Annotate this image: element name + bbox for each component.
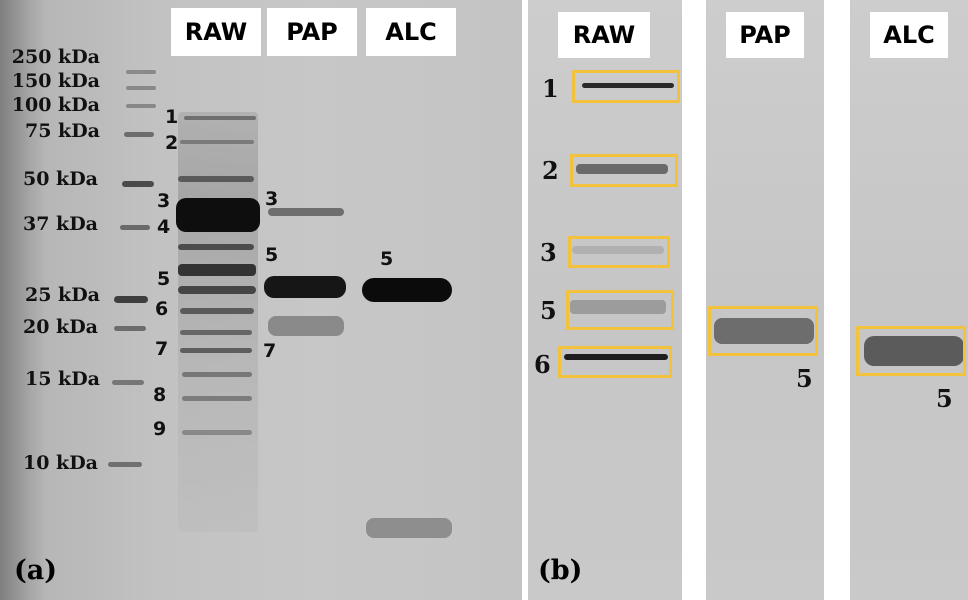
blot-band <box>576 164 668 174</box>
raw-band-number: 2 <box>542 156 559 185</box>
raw-band-number: 1 <box>165 106 179 128</box>
highlight-box <box>568 236 670 268</box>
lane-title-alc: ALC <box>366 8 456 56</box>
pap-band <box>268 316 344 336</box>
raw-band-number: 3 <box>540 238 557 267</box>
blot-band <box>582 83 674 88</box>
highlight-box <box>570 154 678 187</box>
raw-band <box>182 372 252 377</box>
blot-strip-pap <box>706 0 824 600</box>
highlight-box <box>572 70 680 103</box>
lane-title-alc: ALC <box>870 12 948 58</box>
raw-lane-smear <box>178 112 258 532</box>
ladder-band <box>122 181 154 187</box>
raw-band-number: 4 <box>157 216 171 238</box>
marker-label: 20 kDa <box>22 316 98 338</box>
alc-band-5 <box>362 278 452 302</box>
raw-band-number: 1 <box>542 74 559 103</box>
blot-band <box>564 354 668 360</box>
raw-band-number: 6 <box>534 350 551 379</box>
pap-band-number: 5 <box>265 244 279 266</box>
ladder-band <box>112 380 144 385</box>
raw-band-number: 7 <box>155 338 169 360</box>
raw-band <box>180 330 252 335</box>
raw-band <box>184 116 256 120</box>
raw-band <box>178 286 256 294</box>
raw-band-5 <box>178 264 256 276</box>
raw-band <box>178 244 254 250</box>
alc-band-number: 5 <box>936 384 953 413</box>
ladder-band <box>114 326 146 331</box>
raw-band-number: 9 <box>153 418 167 440</box>
blot-band <box>570 300 666 314</box>
marker-label: 25 kDa <box>24 284 100 306</box>
highlight-box <box>566 290 674 330</box>
marker-label: 15 kDa <box>24 368 100 390</box>
blot-band <box>864 336 964 366</box>
raw-band-number: 8 <box>153 384 167 406</box>
raw-band <box>180 308 254 314</box>
highlight-box <box>558 346 672 378</box>
raw-band <box>178 176 254 182</box>
raw-band-3 <box>176 198 260 232</box>
lane-title-raw: RAW <box>171 8 261 56</box>
marker-label: 37 kDa <box>22 213 98 235</box>
raw-band <box>182 430 252 435</box>
ladder-band <box>108 462 142 467</box>
lane-title-pap: PAP <box>267 8 357 56</box>
raw-band-number: 6 <box>155 298 169 320</box>
pap-band-number: 7 <box>263 340 277 362</box>
blot-band <box>572 246 664 254</box>
marker-label: 250 kDa <box>11 46 100 68</box>
marker-label: 150 kDa <box>11 70 100 92</box>
lane-title-pap: PAP <box>726 12 804 58</box>
pap-band-5 <box>264 276 346 298</box>
marker-label: 10 kDa <box>22 452 98 474</box>
ladder-band <box>124 132 154 137</box>
ladder-band <box>126 86 156 90</box>
raw-band-number: 2 <box>165 132 179 154</box>
marker-label: 50 kDa <box>22 168 98 190</box>
ladder-band <box>126 70 156 74</box>
pap-band-3 <box>268 208 344 216</box>
raw-band-number: 5 <box>540 296 557 325</box>
highlight-box <box>856 326 966 376</box>
raw-band <box>180 140 254 144</box>
highlight-box <box>708 306 818 356</box>
blot-band <box>714 318 814 344</box>
ladder-band <box>114 296 148 303</box>
raw-band <box>180 348 252 353</box>
ladder-band <box>126 104 156 108</box>
lane-title-raw: RAW <box>558 12 650 58</box>
alc-band-number: 5 <box>380 248 394 270</box>
panel-label-b: (b) <box>538 555 583 586</box>
raw-band-number: 3 <box>157 190 171 212</box>
marker-label: 75 kDa <box>24 120 100 142</box>
raw-band <box>182 396 252 401</box>
marker-label: 100 kDa <box>11 94 100 116</box>
ladder-band <box>120 225 150 230</box>
raw-band-number: 5 <box>157 268 171 290</box>
pap-band-number: 3 <box>265 188 279 210</box>
panel-label-a: (a) <box>14 555 58 586</box>
pap-band-number: 5 <box>796 364 813 393</box>
gel-panel-a: RAW PAP ALC 250 kDa 150 kDa 100 kDa 75 k… <box>0 0 522 600</box>
blot-strip-alc <box>850 0 968 600</box>
alc-band <box>366 518 452 538</box>
